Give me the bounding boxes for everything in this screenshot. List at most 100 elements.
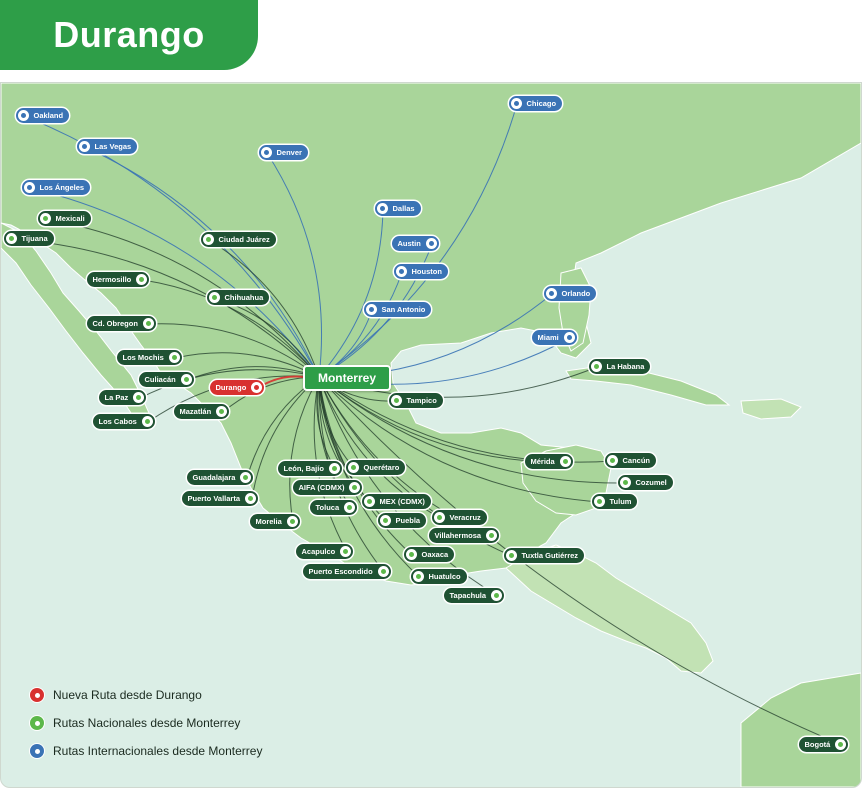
destination-tuxtla-guti-rrez[interactable]: Tuxtla Gutiérrez	[503, 547, 585, 563]
title-tab: Durango	[0, 0, 258, 70]
destination-culiac-n[interactable]: Culiacán	[138, 371, 194, 387]
green-marker-icon	[344, 501, 356, 513]
destination-puerto-escondido[interactable]: Puerto Escondido	[302, 563, 391, 579]
destination-chicago[interactable]: Chicago	[508, 95, 563, 111]
green-marker-icon	[379, 514, 391, 526]
legend-item-new: Nueva Ruta desde Durango	[30, 681, 262, 709]
destination-puebla[interactable]: Puebla	[377, 512, 427, 528]
destination-label: Chihuahua	[224, 292, 264, 302]
destination-canc-n[interactable]: Cancún	[604, 452, 657, 468]
legend-item-international: Rutas Internacionales desde Monterrey	[30, 737, 262, 765]
blue-marker-icon	[563, 331, 575, 343]
destination-label: León, Bajío	[283, 463, 324, 473]
destination-aifa-cdmx-[interactable]: AIFA (CDMX)	[292, 479, 363, 495]
destination-tulum[interactable]: Tulum	[591, 493, 638, 509]
destination-la-habana[interactable]: La Habana	[588, 358, 651, 374]
green-marker-icon	[240, 471, 252, 483]
destination-m-rida[interactable]: Mérida	[524, 453, 573, 469]
blue-marker-icon	[376, 202, 388, 214]
route-line-chicago	[318, 103, 518, 378]
green-marker-icon	[349, 481, 361, 493]
route-line-hermosillo	[142, 279, 320, 378]
green-marker-icon	[593, 495, 605, 507]
destination-label: Puebla	[395, 515, 421, 525]
central-america-land	[505, 544, 714, 674]
destination-las-vegas[interactable]: Las Vegas	[76, 138, 138, 154]
route-line-oakland	[23, 115, 320, 378]
destination-los-mochis[interactable]: Los Mochis	[116, 349, 182, 365]
destination-san-antonio[interactable]: San Antonio	[363, 301, 432, 317]
destination-label: Morelia	[255, 516, 282, 526]
green-marker-icon	[590, 360, 602, 372]
destination-label: Cancún	[622, 455, 651, 465]
destination-oakland[interactable]: Oakland	[15, 107, 70, 123]
destination-mex-cdmx-[interactable]: MEX (CDMX)	[361, 493, 431, 509]
destination-la-paz[interactable]: La Paz	[98, 389, 147, 405]
destination-acapulco[interactable]: Acapulco	[295, 543, 354, 559]
destination-label: Los Cabos	[98, 416, 137, 426]
route-line-denver	[266, 152, 323, 378]
destination-dallas[interactable]: Dallas	[374, 200, 421, 216]
destination-orlando[interactable]: Orlando	[543, 285, 597, 301]
destination-label: Cozumel	[635, 477, 667, 487]
destination-oaxaca[interactable]: Oaxaca	[403, 546, 455, 562]
destination-guadalajara[interactable]: Guadalajara	[186, 469, 254, 485]
destination-le-n-baj-o[interactable]: León, Bajío	[277, 460, 342, 476]
hub-monterrey[interactable]: Monterrey	[303, 365, 391, 391]
hispaniola	[740, 398, 802, 420]
green-marker-icon	[168, 351, 180, 363]
destination-villahermosa[interactable]: Villahermosa	[428, 527, 500, 543]
destination-veracruz[interactable]: Veracruz	[431, 509, 487, 525]
destination-denver[interactable]: Denver	[258, 144, 308, 160]
destination-quer-taro[interactable]: Querétaro	[345, 459, 406, 475]
destination-ciudad-ju-rez[interactable]: Ciudad Juárez	[200, 231, 276, 247]
destination-label: Acapulco	[301, 546, 336, 556]
destination-label: Villahermosa	[434, 530, 482, 540]
legend-label: Rutas Nacionales desde Monterrey	[53, 716, 241, 730]
destination-tampico[interactable]: Tampico	[388, 392, 443, 408]
destination-tapachula[interactable]: Tapachula	[443, 587, 505, 603]
destination-label: Oakland	[33, 110, 64, 120]
destination-cd-obregon[interactable]: Cd. Obregon	[86, 315, 156, 331]
route-line-cozumel	[318, 376, 627, 484]
destination-label: La Paz	[104, 392, 129, 402]
destination-mexicali[interactable]: Mexicali	[37, 210, 91, 226]
destination-label: Orlando	[561, 288, 591, 298]
green-marker-icon	[491, 589, 503, 601]
destination-durango[interactable]: Durango	[209, 379, 265, 395]
green-marker-icon	[405, 548, 417, 560]
destination-los-ngeles[interactable]: Los Ángeles	[21, 179, 91, 195]
red-marker-icon	[251, 381, 263, 393]
destination-huatulco[interactable]: Huatulco	[410, 568, 467, 584]
destination-label: Chicago	[526, 98, 557, 108]
destination-label: Tijuana	[21, 233, 48, 243]
blue-marker-icon	[395, 265, 407, 277]
green-marker-icon	[202, 233, 214, 245]
green-marker-icon	[390, 394, 402, 406]
route-line-la-paz	[139, 369, 320, 399]
destination-tijuana[interactable]: Tijuana	[3, 230, 54, 246]
green-marker-icon	[486, 529, 498, 541]
destination-label: Huatulco	[428, 571, 461, 581]
destination-los-cabos[interactable]: Los Cabos	[92, 413, 155, 429]
green-marker-icon	[363, 495, 375, 507]
green-marker-icon	[412, 570, 424, 582]
blue-marker-icon	[260, 146, 272, 158]
destination-houston[interactable]: Houston	[393, 263, 448, 279]
destination-label: La Habana	[606, 361, 645, 371]
destination-bogot-[interactable]: Bogotá	[798, 736, 849, 752]
green-marker-icon	[245, 492, 257, 504]
destination-morelia[interactable]: Morelia	[249, 513, 300, 529]
destination-austin[interactable]: Austin	[391, 235, 439, 251]
blue-marker-icon	[78, 140, 90, 152]
legend: Nueva Ruta desde Durango Rutas Nacionale…	[30, 681, 262, 765]
destination-hermosillo[interactable]: Hermosillo	[86, 271, 150, 287]
destination-cozumel[interactable]: Cozumel	[617, 474, 673, 490]
destination-miami[interactable]: Miami	[531, 329, 577, 345]
destination-puerto-vallarta[interactable]: Puerto Vallarta	[181, 490, 259, 506]
destination-label: Puerto Vallarta	[187, 493, 241, 503]
destination-chihuahua[interactable]: Chihuahua	[206, 289, 270, 305]
page-title: Durango	[53, 14, 205, 55]
destination-toluca[interactable]: Toluca	[309, 499, 358, 515]
destination-mazatl-n[interactable]: Mazatlán	[173, 403, 230, 419]
